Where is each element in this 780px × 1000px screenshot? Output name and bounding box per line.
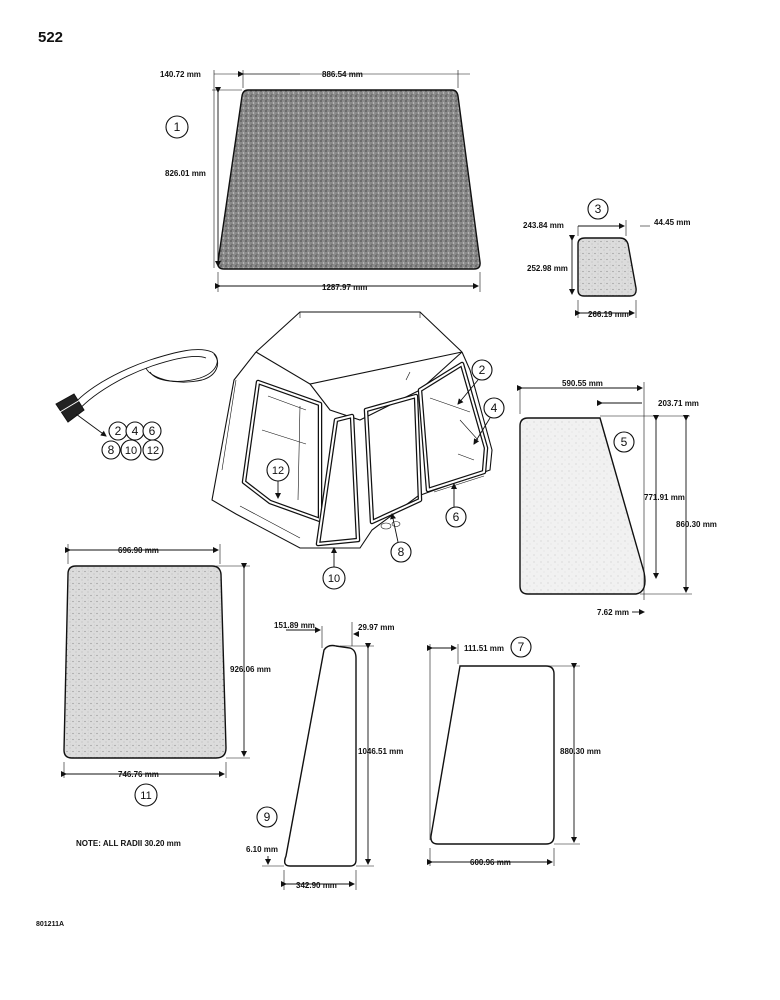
- seal-callout-12: 12: [147, 445, 159, 457]
- glass-part-7: 111.51 mm 880.30 mm 600.96 mm 7: [427, 636, 601, 867]
- cab-callouts: 2 4 6 8 10 12: [266, 359, 505, 590]
- seal-callout-2: 2: [115, 424, 122, 438]
- seal-callout-8: 8: [108, 443, 115, 457]
- callout-5: 5: [621, 435, 628, 449]
- dim-p9-bottom-offset: 6.10 mm: [246, 845, 278, 854]
- glass-part-5: 590.55 mm 203.71 mm 771.91 mm 860.30 mm …: [517, 379, 717, 617]
- dim-p11-top-width: 696.90 mm: [118, 546, 159, 555]
- dim-p1-bottom-width: 1287.97 mm: [322, 283, 367, 292]
- callout-7: 7: [518, 640, 525, 654]
- radii-note: NOTE: ALL RADII 30.20 mm: [76, 839, 181, 848]
- dim-p3-bottom-width: 266.19 mm: [588, 310, 629, 319]
- dim-p9-bottom-width: 342.90 mm: [296, 881, 337, 890]
- page-number: 522: [38, 29, 63, 46]
- dim-p1-top-width: 886.54 mm: [322, 70, 363, 79]
- glass-panel-7: [430, 665, 555, 845]
- cab-callout-2: 2: [479, 363, 486, 377]
- callout-11: 11: [140, 790, 151, 802]
- dim-p9-height: 1046.51 mm: [358, 747, 403, 756]
- dim-p5-inner-height: 771.91 mm: [644, 493, 685, 502]
- seal-callout-6: 6: [149, 424, 156, 438]
- dim-p9-top-width: 151.89 mm: [274, 621, 315, 630]
- callout-3: 3: [595, 202, 602, 216]
- glass-part-1: 140.72 mm 886.54 mm 826.01 mm 1287.97 mm…: [160, 70, 481, 292]
- cab-callout-8: 8: [398, 545, 405, 559]
- glass-panel-5: [519, 417, 646, 595]
- glass-part-3: 243.84 mm 44.45 mm 252.98 mm 266.19 mm 3: [523, 198, 690, 319]
- cab-callout-12: 12: [272, 465, 284, 477]
- dim-p3-height: 252.98 mm: [527, 264, 568, 273]
- dim-p7-bottom-width: 600.96 mm: [470, 858, 511, 867]
- dim-p7-top-offset: 111.51 mm: [464, 644, 504, 653]
- glass-part-9: 151.89 mm 29.97 mm 1046.51 mm 6.10 mm 34…: [246, 621, 403, 890]
- cab-assembly: [211, 311, 493, 549]
- dim-p3-corner: 44.45 mm: [654, 218, 690, 227]
- dim-p5-top-offset: 203.71 mm: [658, 399, 699, 408]
- glass-panel-11: [63, 565, 227, 759]
- dim-p11-bottom-width: 746.76 mm: [118, 770, 159, 779]
- cab-callout-6: 6: [453, 510, 460, 524]
- dim-p7-height: 880.30 mm: [560, 747, 601, 756]
- dim-p1-top-offset: 140.72 mm: [160, 70, 201, 79]
- cab-callout-4: 4: [491, 401, 498, 415]
- dim-p9-top-offset: 29.97 mm: [358, 623, 394, 632]
- figure-code: 801211A: [36, 921, 64, 928]
- glass-part-11: 696.90 mm 926.06 mm 746.76 mm 11: [61, 544, 271, 807]
- dim-p3-top-width: 243.84 mm: [523, 221, 564, 230]
- dim-p5-height: 860.30 mm: [676, 520, 717, 529]
- cab-callout-10: 10: [328, 573, 340, 585]
- dim-p1-height: 826.01 mm: [165, 169, 206, 178]
- glass-panel-9: [283, 644, 357, 867]
- glass-panel-3: [577, 237, 637, 297]
- callout-9: 9: [264, 810, 271, 824]
- seal-callouts: 2 4 6 8 10 12: [101, 421, 164, 461]
- dim-p5-bottom-offset: 7.62 mm: [597, 608, 629, 617]
- callout-1: 1: [174, 120, 181, 134]
- dim-p5-top-width: 590.55 mm: [562, 379, 603, 388]
- seal-strip: [55, 349, 218, 437]
- dim-p11-height: 926.06 mm: [230, 665, 271, 674]
- seal-callout-4: 4: [132, 424, 139, 438]
- glass-panel-1: [217, 89, 481, 270]
- seal-callout-10: 10: [125, 445, 137, 457]
